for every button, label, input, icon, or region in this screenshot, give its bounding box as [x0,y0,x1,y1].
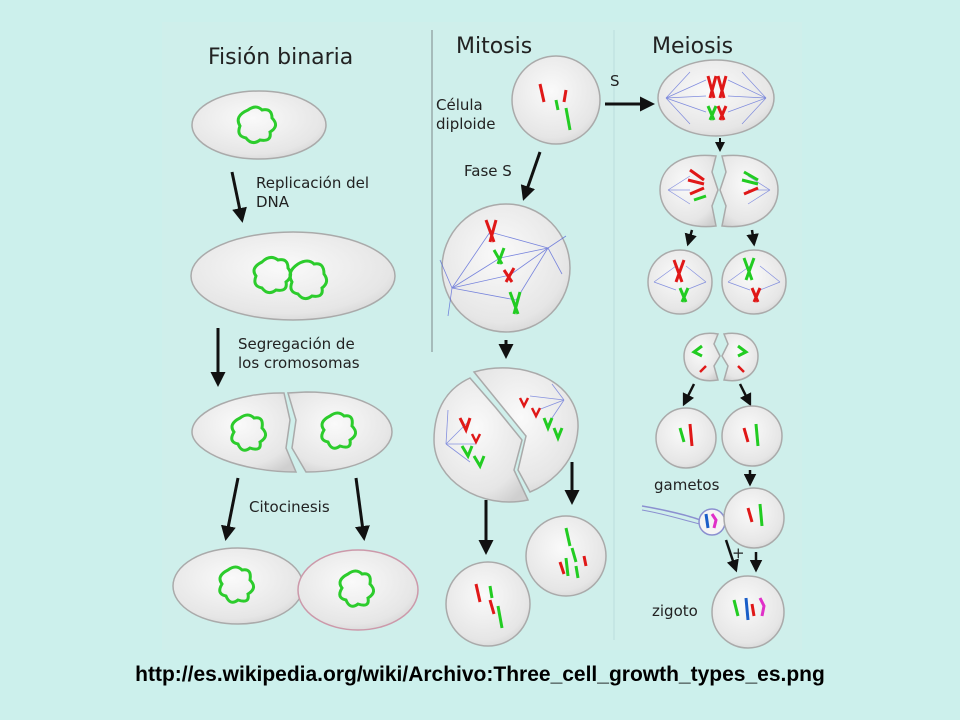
gametes-label: gametos [654,476,720,494]
bacterial-cell [191,90,327,160]
circular-chromosome [230,413,267,452]
dividing-cell-half [659,154,719,228]
haploid-cell [721,405,783,467]
circular-chromosome [236,105,277,145]
daughter-cell [287,391,393,473]
circular-chromosome [338,569,375,608]
arrow [738,383,752,407]
cytokinesis-label: Citocinesis [249,498,330,516]
dna-replication-label: Replicación del DNA [256,174,370,211]
mitotic-cell-metaphase [441,203,571,333]
arrow [230,171,247,223]
circular-chromosome [288,259,329,301]
s-label: S [610,72,620,90]
dividing-cell-half [721,332,759,382]
dividing-cell-half [683,332,721,382]
zygote-label: zigoto [652,602,698,620]
arrow [682,383,696,407]
circular-chromosome [320,411,357,450]
source-url: http://es.wikipedia.org/wiki/Archivo:Thr… [135,663,825,686]
dividing-cell-half [433,377,530,503]
daughter-bacterial-cell [172,547,304,625]
arrow [746,229,759,247]
binary-fission-column [172,90,419,631]
daughter-bacterial-cell [297,549,419,631]
mitosis-column [433,55,655,647]
s-phase-label: Fase S [464,162,512,180]
haploid-cell [655,407,717,469]
spindle-fibers [439,231,567,317]
meiotic-cell [721,249,787,315]
cell-division-diagram [172,30,787,649]
sperm-tail [641,505,701,521]
daughter-cell [445,561,531,647]
bacterial-cell-elongated [190,231,396,321]
chromosome-segregation-label: Segregación de los cromosomas [238,335,360,372]
meiotic-cell [647,249,713,315]
arrow [724,539,739,573]
arrow [220,477,240,541]
meiotic-cell [657,59,775,137]
plus-sign: + [732,544,745,562]
arrow [520,151,542,201]
daughter-cell [525,515,607,597]
diploid-cell-label: Célula diploide [436,96,496,133]
sperm-cell [698,508,726,536]
egg-cell [723,487,785,549]
meiosis-column [641,59,787,649]
binary-fission-title: Fisión binaria [208,45,354,70]
mitosis-title: Mitosis [456,34,533,59]
daughter-cell [191,392,298,473]
circular-chromosome [252,255,293,295]
arrow [354,477,370,541]
meiosis-title: Meiosis [652,34,734,59]
circular-chromosome [218,565,255,604]
spindle-fibers [665,71,767,125]
arrow [684,229,697,247]
